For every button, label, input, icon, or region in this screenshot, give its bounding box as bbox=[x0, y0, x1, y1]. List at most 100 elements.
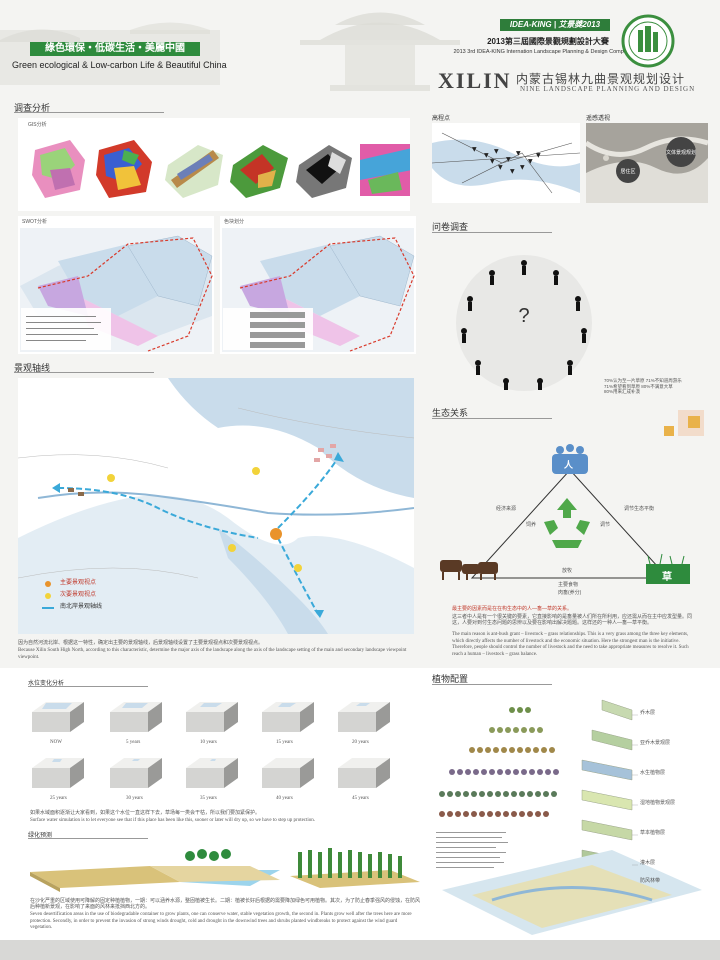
gis-label: GIS分析 bbox=[28, 122, 47, 128]
divider bbox=[14, 372, 154, 373]
gis-maps bbox=[32, 140, 410, 198]
planting-diagram: 乔木层 亚乔木景观层 水生植物层 湿地植物景观层 草本植物层 灌木层 防风林带 bbox=[432, 690, 708, 940]
greening-graphic bbox=[30, 848, 420, 892]
elevation-title: 高程点 bbox=[432, 116, 451, 122]
color-zoning-panel: 色块划分 bbox=[220, 216, 416, 354]
divider bbox=[432, 684, 552, 685]
greening-desc-en: Seven desertification areas in the use o… bbox=[30, 912, 412, 930]
legend-primary-viewpoint: 主要景观视点 bbox=[60, 580, 97, 586]
elevation-map: ▼▼▼▼ ▼▼▼▼ ▼▼▼ bbox=[431, 123, 581, 203]
water-level-blocks bbox=[32, 702, 390, 788]
food-label: 主要食物 bbox=[558, 582, 579, 588]
axis-map-panel: 主要景观视点 次要景观视点 南北岸景观轴线 bbox=[17, 378, 415, 634]
swot-panel: SWOT分析 bbox=[18, 216, 214, 354]
respondent-figures bbox=[461, 260, 587, 390]
year-label-0: NOW bbox=[50, 740, 62, 745]
layer-label-0: 乔木层 bbox=[640, 710, 656, 716]
greening-desc-cn: 在沙化严重的区域使用可降解的固定种植植物，一期：可以涵养水源，整固植被生长。二期… bbox=[30, 898, 421, 911]
competition-en: 2013 3rd IDEA-KING Internation Landscape… bbox=[453, 49, 639, 55]
zoning-map bbox=[222, 228, 415, 352]
callout-residential: 居住区 bbox=[616, 159, 640, 183]
svg-text:▼: ▼ bbox=[520, 164, 525, 171]
person-label: 人 bbox=[564, 460, 574, 470]
edge-economy: 经济来源 bbox=[496, 506, 517, 512]
project-xilin: XILIN bbox=[438, 68, 512, 93]
axis-title: 景观轴线 bbox=[14, 363, 51, 373]
svg-text:▼: ▼ bbox=[506, 156, 511, 163]
callout-culture-text: 文体景观规划 bbox=[666, 149, 697, 156]
legend-secondary-viewpoint: 次要景观视点 bbox=[60, 592, 97, 598]
svg-text:▼: ▼ bbox=[484, 152, 489, 159]
grass-label: 草 bbox=[662, 572, 672, 583]
axis-desc-en: Because Xilin South High North, accordin… bbox=[18, 648, 407, 660]
color-zoning-label: 色块划分 bbox=[224, 219, 245, 225]
survey-title: 调查分析 bbox=[14, 103, 51, 113]
layer-label-1: 亚乔木景观层 bbox=[640, 740, 671, 746]
ecology-title: 生态关系 bbox=[432, 408, 469, 418]
slogan-en: Green ecological & Low-carbon Life & Bea… bbox=[12, 60, 227, 70]
competition-logo-icon bbox=[621, 14, 675, 68]
callout-residential-text: 居住区 bbox=[620, 168, 636, 175]
svg-text:▼: ▼ bbox=[516, 150, 521, 157]
swot-map bbox=[20, 228, 213, 352]
water-level-grid: NOW 5 years 10 years 15 years 20 years 2… bbox=[28, 696, 418, 806]
svg-text:▼: ▼ bbox=[510, 168, 515, 175]
layer-label-5: 灌木层 bbox=[640, 860, 656, 866]
layer-label-4: 草本植物层 bbox=[640, 830, 666, 836]
deco-squares-graphic bbox=[664, 410, 704, 436]
project-title-en: NINE LANDSCAPE PLANNING AND DESIGN bbox=[520, 85, 696, 93]
questionnaire-stats: 70%认为至一片草原 71%不知道周游乐 71%希望看到草原 80%不满意大草 … bbox=[604, 378, 682, 395]
divider bbox=[28, 838, 148, 839]
year-label-3: 15 years bbox=[276, 740, 293, 745]
layer-label-3: 湿地植物景观层 bbox=[640, 800, 676, 806]
planting-layers-graphic bbox=[436, 699, 702, 935]
ecology-triangle: 人 草 经济来源 调节生态平衡 饲养 调节 放牧 主要食物 肉畜(养分) bbox=[432, 440, 708, 610]
year-label-9: 45 years bbox=[352, 796, 369, 801]
callout-culture: 文体景观规划 bbox=[666, 137, 696, 167]
slogan-cn: 綠色環保・低碳生活・美麗中國 bbox=[30, 42, 200, 56]
elevation-graphic: ▼▼▼▼ ▼▼▼▼ ▼▼▼ bbox=[431, 132, 581, 194]
divider bbox=[432, 232, 552, 233]
swot-label: SWOT分析 bbox=[22, 219, 47, 225]
project-title-cn: 内蒙古锡林九曲景观规划设计 bbox=[516, 72, 686, 86]
year-label-6: 30 years bbox=[126, 796, 143, 801]
layer-label-6: 防风林带 bbox=[640, 878, 661, 884]
ecology-triangle-graphic bbox=[440, 444, 690, 584]
year-label-7: 35 years bbox=[200, 796, 217, 801]
year-label-2: 10 years bbox=[200, 740, 217, 745]
questionnaire-circle: ? bbox=[456, 255, 592, 391]
water-desc-en: Surface water simulation is to let every… bbox=[30, 818, 316, 823]
deco-squares bbox=[664, 408, 706, 438]
gis-panel: GIS分析 bbox=[18, 118, 410, 211]
food-sublabel: 肉畜(养分) bbox=[558, 590, 582, 596]
svg-text:▼: ▼ bbox=[490, 158, 495, 165]
edge-regulate-ecology: 调节生态平衡 bbox=[624, 506, 655, 512]
aerial-photo: 文体景观规划 居住区 bbox=[584, 123, 709, 203]
question-mark: ? bbox=[518, 305, 530, 327]
year-label-4: 20 years bbox=[352, 740, 369, 745]
ecology-para-en: The main reason is ant-bush grant – live… bbox=[452, 632, 689, 657]
planting-title: 植物配置 bbox=[432, 674, 469, 684]
edge-adjust: 调节 bbox=[600, 522, 611, 528]
edge-feeding: 饲养 bbox=[526, 522, 537, 528]
svg-text:▼: ▼ bbox=[498, 164, 503, 171]
divider bbox=[28, 686, 148, 687]
ecology-para2: 这三者中人是有一个很关键的要素，它直接影响的是畜量被人们所在所利用，应还需从而在… bbox=[452, 614, 693, 627]
temple-skyline-graphic bbox=[0, 12, 460, 91]
water-desc-cn: 如果水域面积逐渐让大家看到，如果这个水位一直这样下去，草场每一类会干枯，所以我们… bbox=[30, 810, 261, 816]
ecology-para1: 最主要的因素而是在在构生态中的人—畜—草的关系。 bbox=[452, 606, 573, 612]
year-label-1: 5 years bbox=[126, 740, 141, 745]
svg-text:▼: ▼ bbox=[472, 146, 477, 153]
divider bbox=[14, 112, 164, 113]
axis-map bbox=[17, 378, 415, 634]
photo-title: 遥感透视 bbox=[586, 116, 611, 122]
greening-title: 绿化预测 bbox=[28, 833, 53, 839]
competition-cn: 2013第三屆國際景觀規劃設計大賽 bbox=[487, 37, 609, 46]
brand-banner: IDEA-KING | 艾景獎2013 bbox=[500, 19, 610, 31]
greening-illustration bbox=[30, 842, 420, 894]
year-label-8: 40 years bbox=[276, 796, 293, 801]
svg-text:▼: ▼ bbox=[494, 148, 499, 155]
svg-text:▼: ▼ bbox=[528, 158, 533, 165]
header-banner: 綠色環保・低碳生活・美麗中國 Green ecological & Low-ca… bbox=[0, 0, 720, 100]
year-label-5: 25 years bbox=[50, 796, 67, 801]
